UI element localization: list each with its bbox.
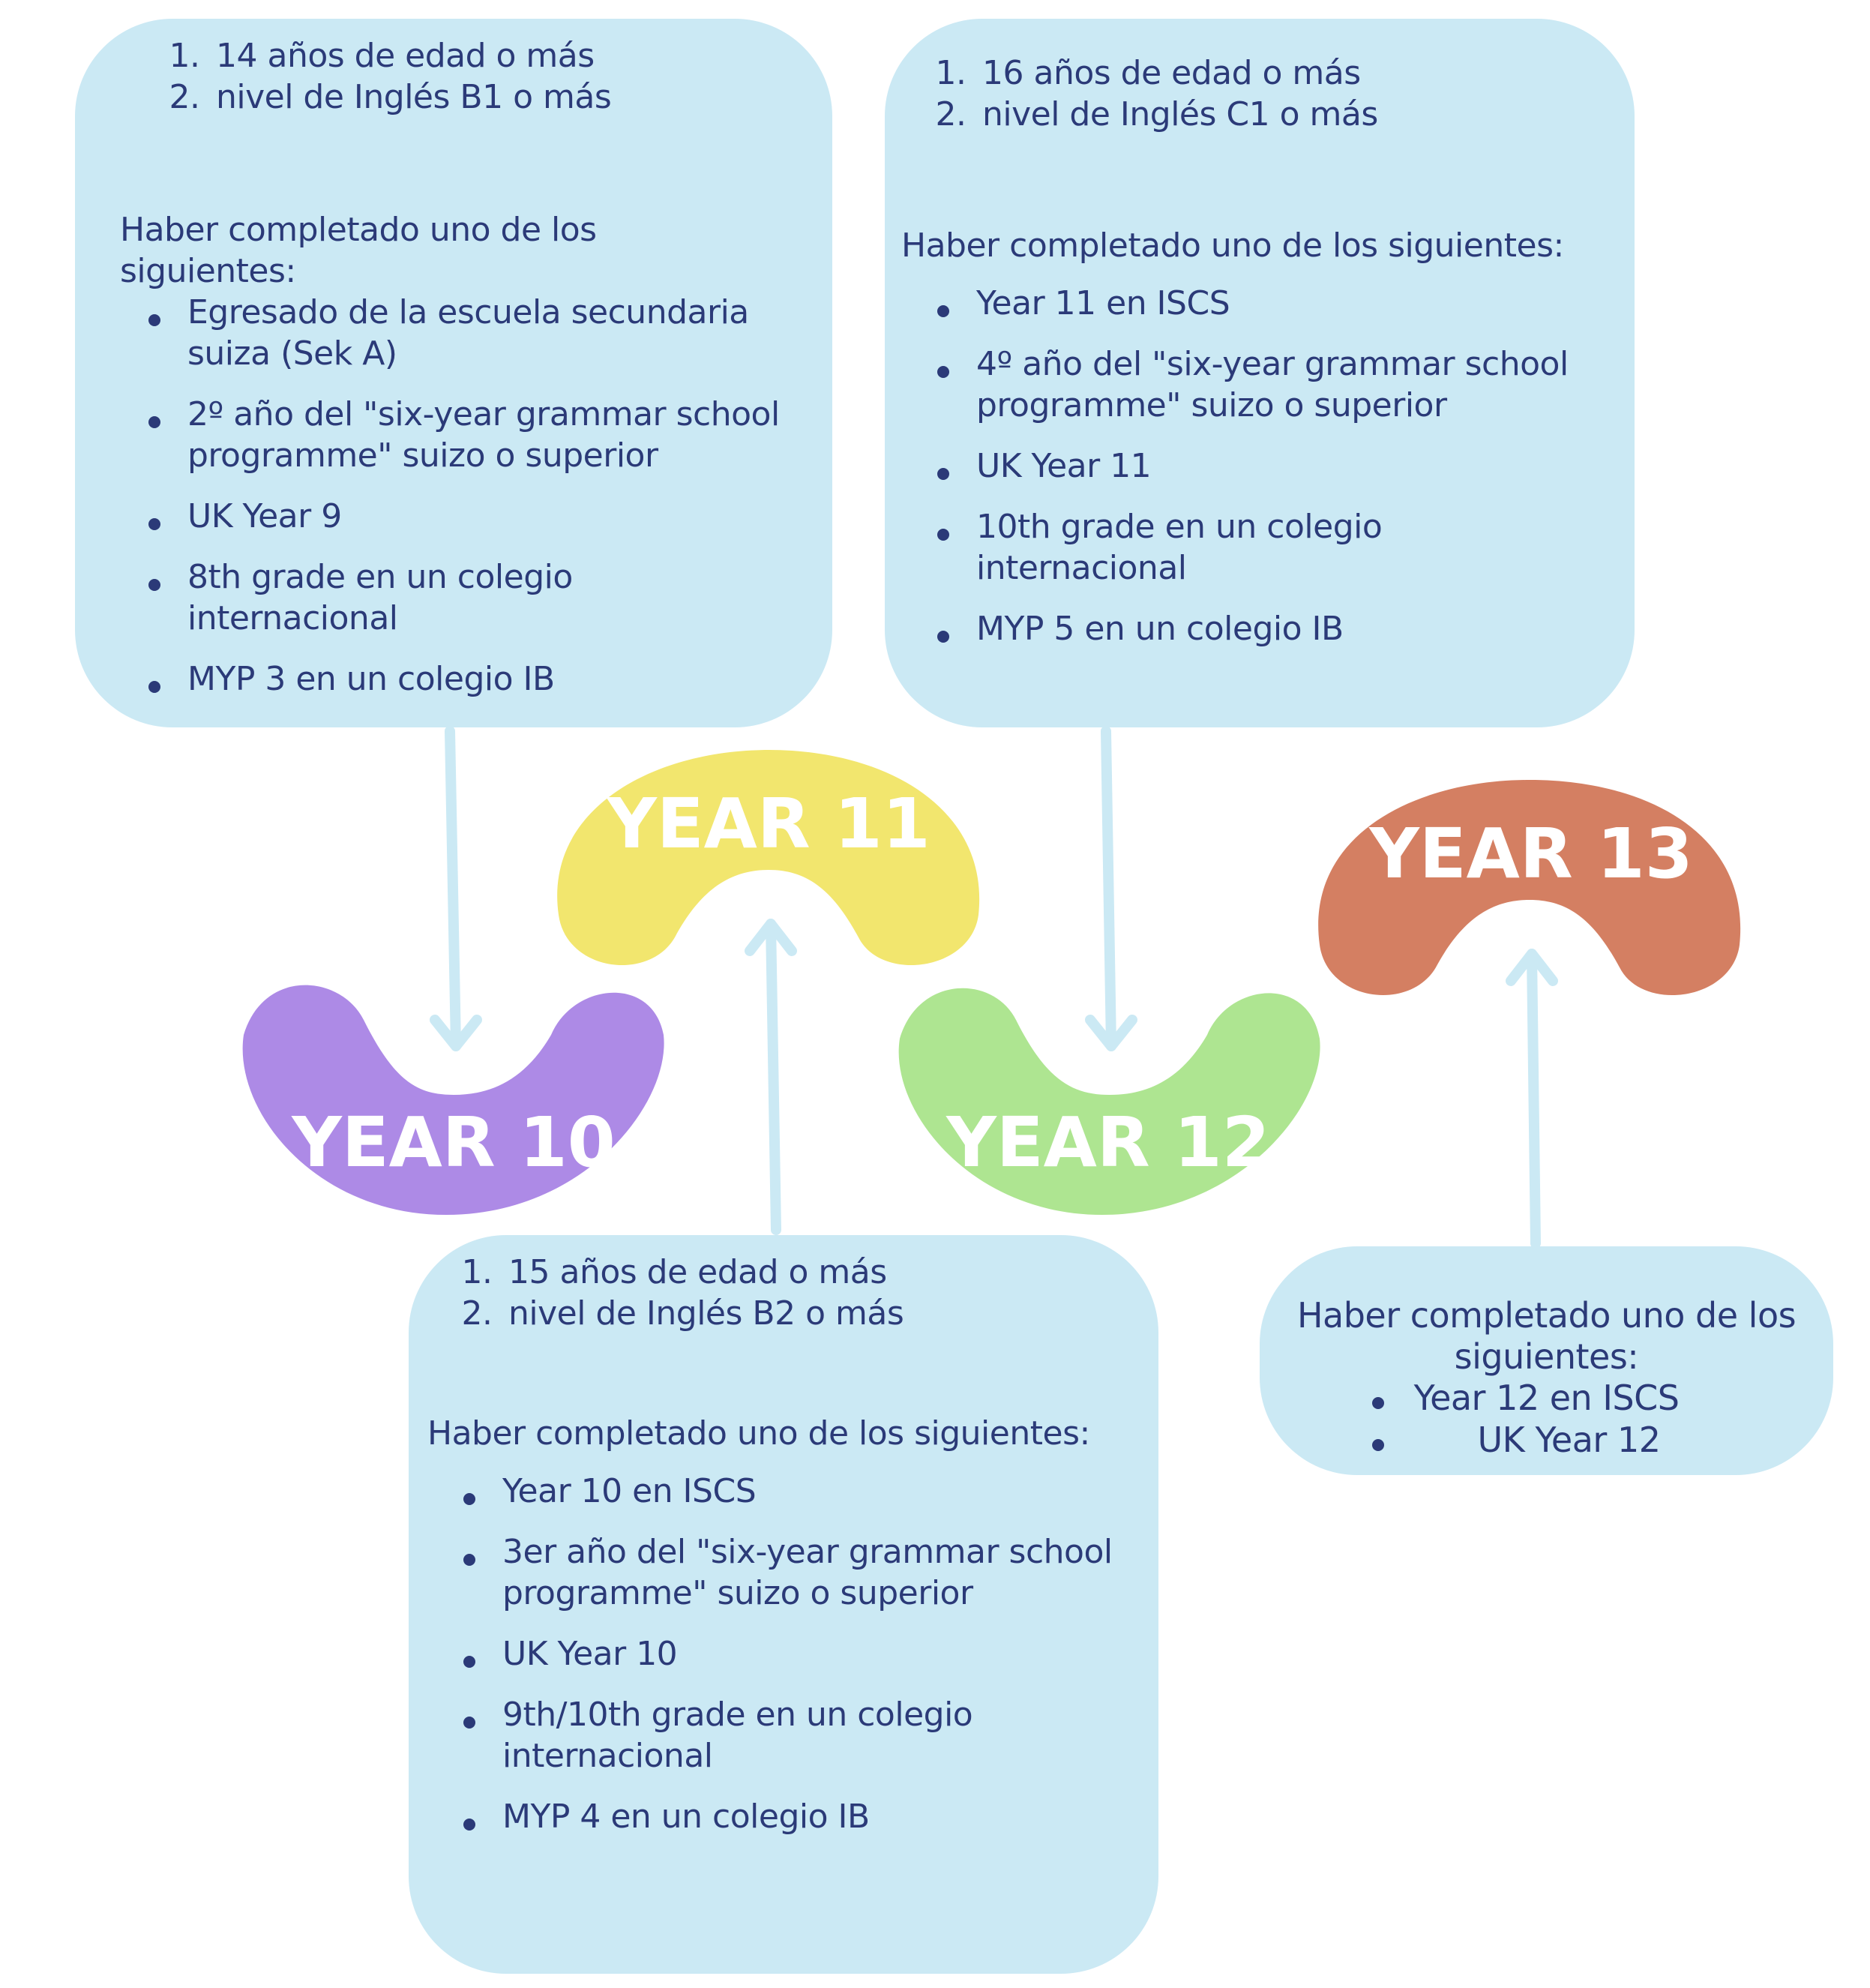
- year11-conditions: 15 años de edad o más nivel de Inglés B2…: [427, 1252, 1113, 1334]
- condition-item: nivel de Inglés B1 o más: [210, 76, 780, 118]
- year13-requirements-box: Haber completado uno de los siguientes: …: [1260, 1246, 1833, 1475]
- year12-intro: Haber completado uno de los siguientes:: [901, 226, 1564, 265]
- year11-label: YEAR 11: [606, 784, 931, 864]
- option-item: 3er año del "six-year grammar school pro…: [463, 1533, 1113, 1612]
- option-item: 4º año del "six-year grammar school prog…: [937, 343, 1590, 426]
- year11-options: Year 10 en ISCS 3er año del "six-year gr…: [427, 1471, 1113, 1837]
- option-item: Year 10 en ISCS: [463, 1471, 1113, 1512]
- year11-intro: Haber completado uno de los siguientes:: [427, 1414, 1090, 1453]
- year11-arc: YEAR 11: [557, 750, 980, 966]
- option-item: 8th grade en un colegio internacional: [148, 556, 780, 639]
- option-item: UK Year 11: [937, 445, 1590, 487]
- year10-conditions: 14 años de edad o más nivel de Inglés B1…: [120, 35, 780, 118]
- option-item: UK Year 9: [148, 496, 780, 537]
- condition-item: 16 años de edad o más: [976, 52, 1590, 94]
- option-item: MYP 5 en un colegio IB: [937, 608, 1590, 649]
- year12-arc-shape: [898, 988, 1320, 1215]
- arrow-to-year10: [430, 726, 482, 1051]
- condition-item: 15 años de edad o más: [502, 1252, 1113, 1293]
- year12-label: YEAR 12: [945, 1102, 1270, 1183]
- arrow-to-year13: [1506, 949, 1558, 1249]
- year12-conditions: 16 años de edad o más nivel de Inglés C1…: [901, 52, 1590, 135]
- option-item: 10th grade en un colegio internacional: [937, 506, 1590, 589]
- condition-item: nivel de Inglés C1 o más: [976, 94, 1590, 135]
- year13-label: YEAR 13: [1368, 814, 1693, 894]
- year10-options: Egresado de la escuela secundaria suiza …: [120, 292, 780, 700]
- option-item: 2º año del "six-year grammar school prog…: [148, 395, 780, 475]
- year13-options: Year 12 en ISCS UK Year 12: [1290, 1378, 1803, 1460]
- year12-arc: YEAR 12: [898, 988, 1320, 1215]
- option-item: MYP 4 en un colegio IB: [463, 1796, 1113, 1837]
- arrow-to-year11: [745, 919, 797, 1235]
- year10-arc: YEAR 10: [242, 985, 664, 1215]
- year10-intro: Haber completado uno de los siguientes:: [120, 211, 597, 290]
- condition-item: nivel de Inglés B2 o más: [502, 1293, 1113, 1334]
- option-item: Egresado de la escuela secundaria suiza …: [148, 292, 780, 374]
- year11-arc-shape: [557, 750, 980, 966]
- option-item: MYP 3 en un colegio IB: [148, 658, 780, 700]
- arrow-to-year12: [1085, 726, 1137, 1051]
- option-item: Year 11 en ISCS: [937, 283, 1590, 324]
- year10-label: YEAR 10: [291, 1102, 616, 1183]
- year10-requirements-box: 14 años de edad o más nivel de Inglés B1…: [75, 19, 832, 727]
- option-item: UK Year 12: [1290, 1420, 1803, 1461]
- option-item: 9th/10th grade en un colegio internacion…: [463, 1694, 1113, 1777]
- option-item: UK Year 10: [463, 1633, 1113, 1675]
- option-item: Year 12 en ISCS: [1290, 1378, 1803, 1419]
- year13-arc: YEAR 13: [1318, 780, 1741, 996]
- year11-requirements-box: 15 años de edad o más nivel de Inglés B2…: [409, 1235, 1158, 1974]
- year13-arc-shape: [1318, 780, 1741, 996]
- year12-options: Year 11 en ISCS 4º año del "six-year gra…: [901, 283, 1590, 649]
- year10-arc-shape: [242, 985, 664, 1215]
- year12-requirements-box: 16 años de edad o más nivel de Inglés C1…: [885, 19, 1635, 727]
- condition-item: 14 años de edad o más: [210, 35, 780, 76]
- year13-intro: Haber completado uno de los siguientes:: [1296, 1295, 1797, 1378]
